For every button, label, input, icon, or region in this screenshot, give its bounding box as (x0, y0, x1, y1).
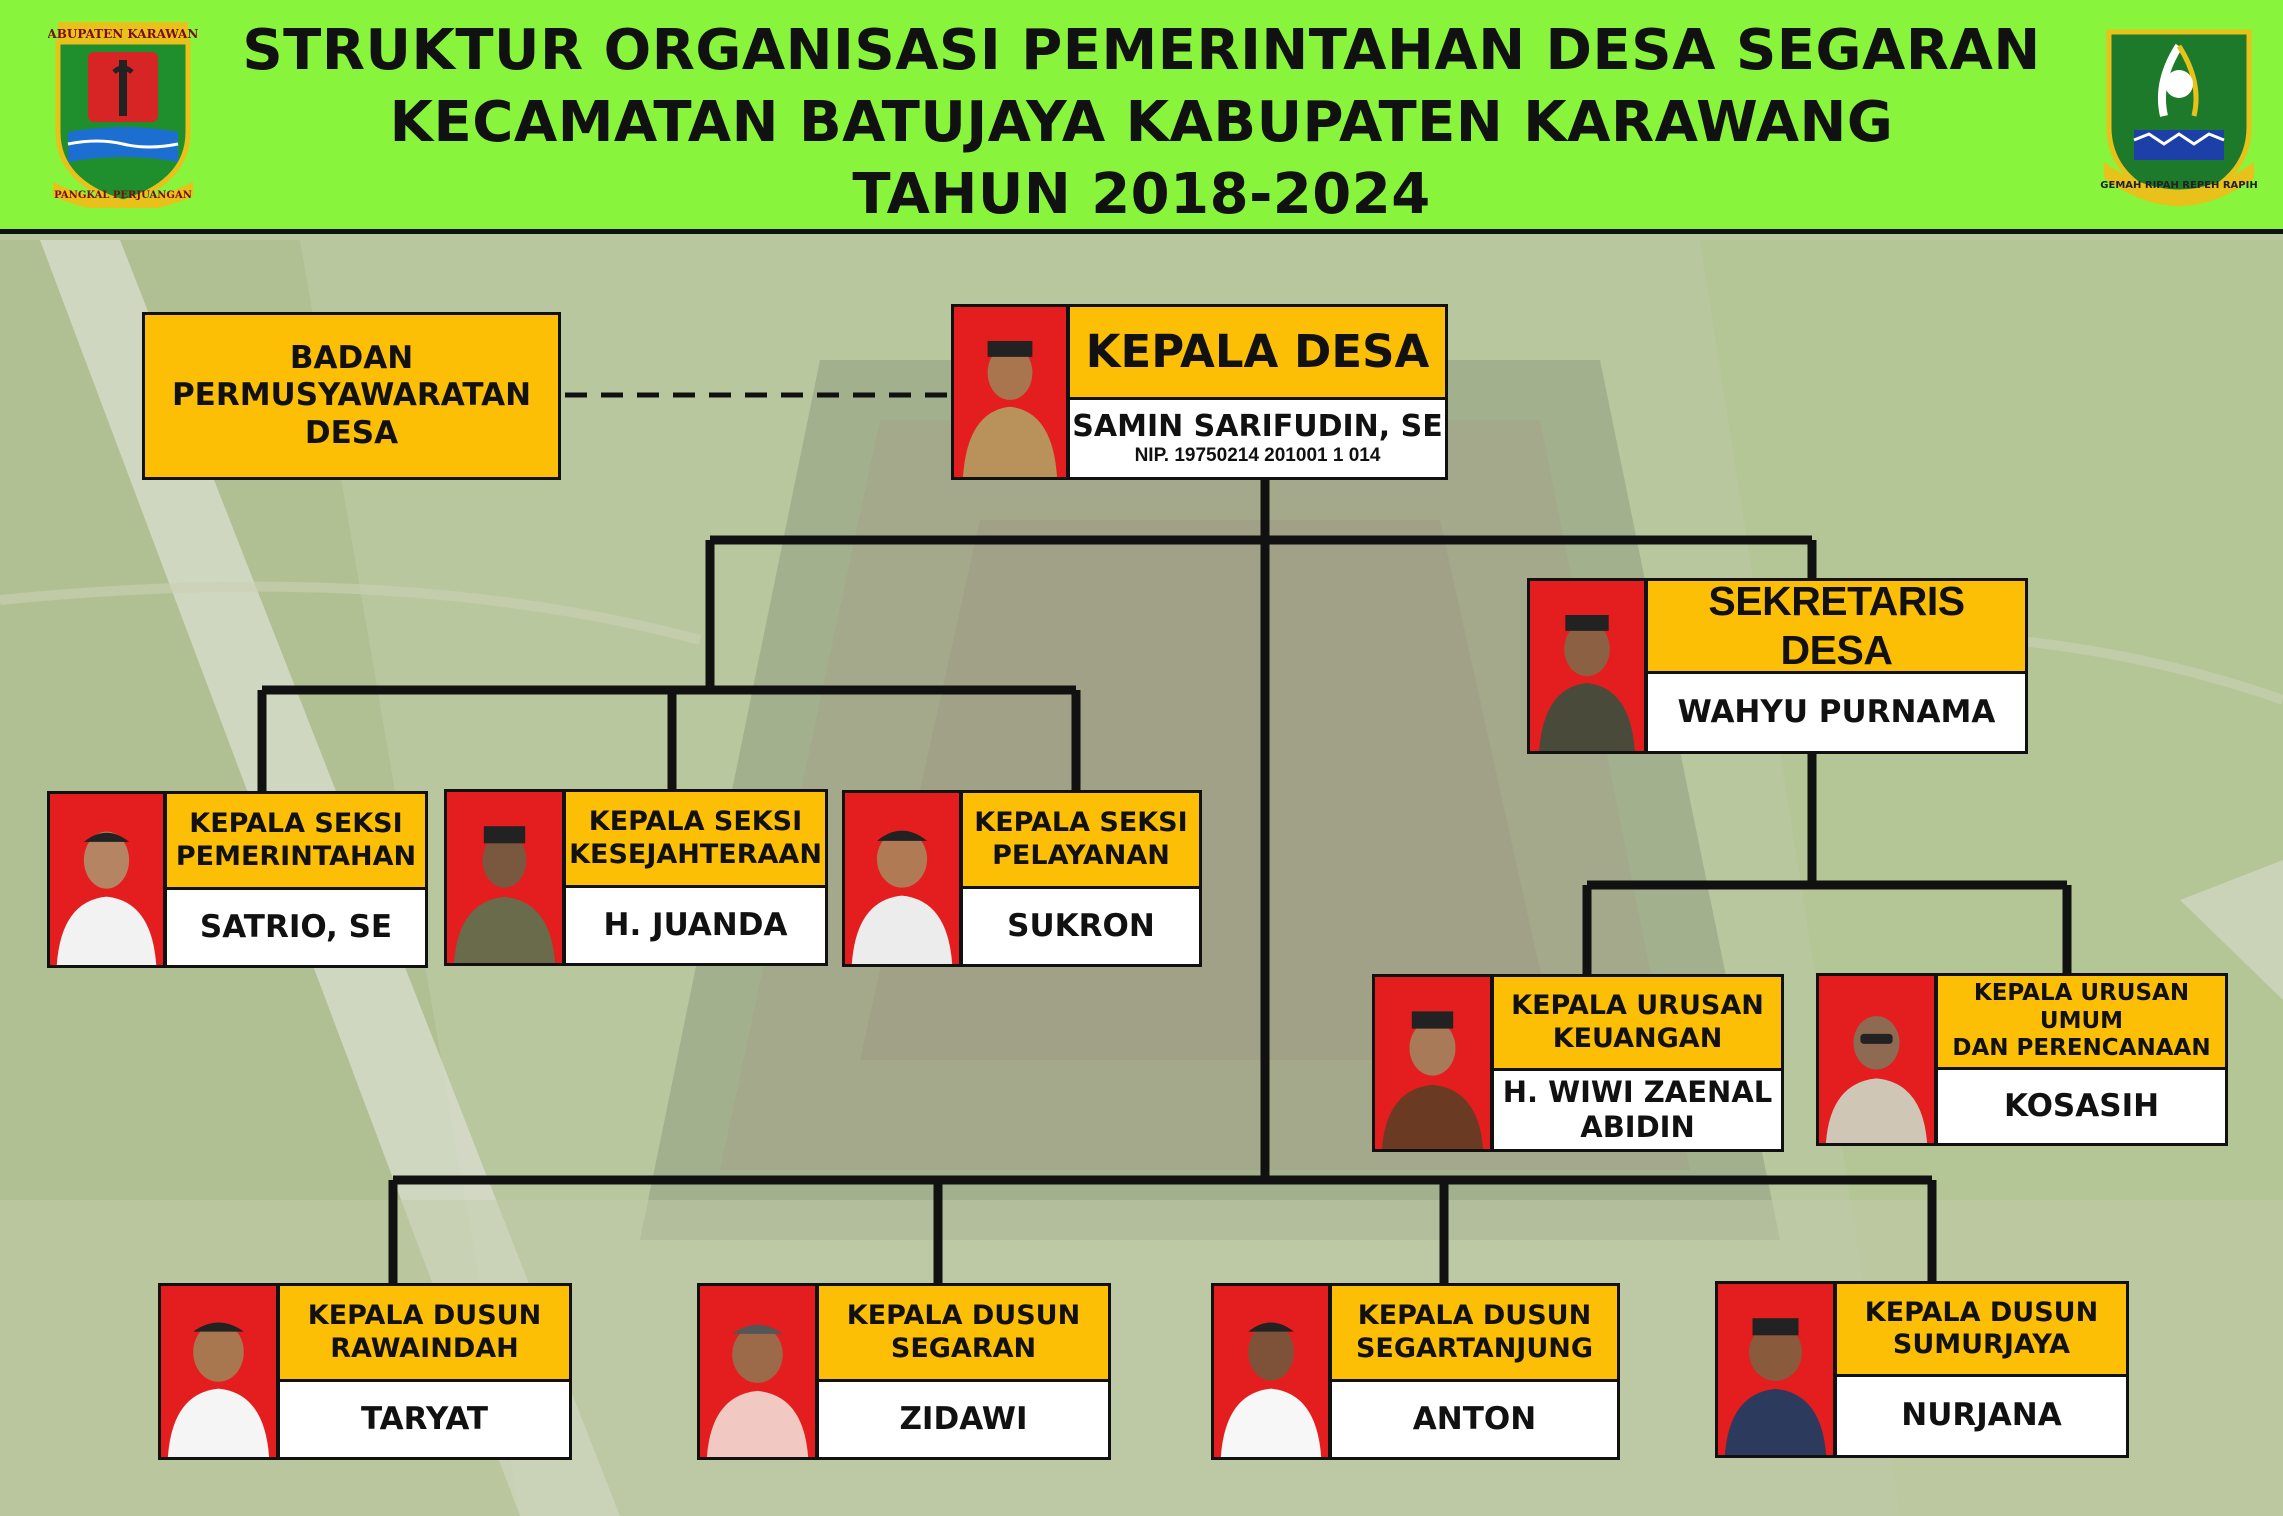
seksi-pelayanan-name-box: SUKRON (960, 886, 1202, 967)
dusun-segartanjung-position-box: KEPALA DUSUN SEGARTANJUNG (1329, 1283, 1620, 1382)
header-banner: KABUPATEN KARAWANG PANGKAL PERJUANGAN ST… (0, 0, 2283, 234)
urusan-keuangan-position-box: KEPALA URUSAN KEUANGAN (1491, 974, 1784, 1071)
dusun-segaran-position-box: KEPALA DUSUN SEGARAN (816, 1283, 1111, 1382)
title-line-3: TAHUN 2018-2024 (852, 162, 1431, 227)
seksi-kesejahteraan-name-box: H. JUANDA (563, 885, 828, 966)
logo-right-motto-text: GEMAH RIPAH REPEH RAPIH (2100, 180, 2257, 191)
dusun-rawaindah-name: TARYAT (360, 1400, 489, 1437)
urusan-umum-photo (1816, 973, 1937, 1146)
bpd-box: BADAN PERMUSYAWARATAN DESA (142, 312, 561, 480)
logo-left-bottom-text: PANGKAL PERJUANGAN (54, 190, 192, 201)
dusun-sumurjaya-photo (1715, 1281, 1836, 1458)
seksi-pemerintahan-photo (47, 791, 166, 968)
sekretaris-name: WAHYU PURNAMA (1677, 693, 1996, 730)
dusun-segartanjung-photo (1211, 1283, 1331, 1460)
urusan-umum-name: KOSASIH (2003, 1087, 2160, 1124)
dusun-rawaindah-position: KEPALA DUSUN RAWAINDAH (307, 1300, 542, 1364)
dusun-segaran-position: KEPALA DUSUN SEGARAN (846, 1300, 1081, 1364)
kepala-desa-position-box: KEPALA DESA (1067, 304, 1448, 400)
kepala-desa-photo (951, 304, 1069, 480)
logo-left-top-text: KABUPATEN KARAWANG (48, 27, 198, 41)
seksi-pelayanan-position: KEPALA SEKSI PELAYANAN (974, 807, 1188, 871)
kepala-desa-name: SAMIN SARIFUDIN, SE (1072, 409, 1443, 445)
seksi-kesejahteraan-position-box: KEPALA SEKSI KESEJAHTERAAN (563, 789, 828, 888)
urusan-umum-position-box: KEPALA URUSAN UMUM DAN PERENCANAAN (1935, 973, 2228, 1070)
title-line-1: STRUKTUR ORGANISASI PEMERINTAHAN DESA SE… (242, 18, 2041, 83)
dusun-rawaindah-position-box: KEPALA DUSUN RAWAINDAH (277, 1283, 572, 1382)
seksi-kesejahteraan-name: H. JUANDA (603, 906, 788, 943)
dusun-segartanjung-name-box: ANTON (1329, 1379, 1620, 1460)
kepala-desa-position: KEPALA DESA (1085, 325, 1430, 378)
urusan-keuangan-name: H. WIWI ZAENAL ABIDIN (1502, 1075, 1773, 1144)
dusun-rawaindah-photo (158, 1283, 279, 1460)
sekretaris-photo (1527, 578, 1647, 754)
dusun-segartanjung-position: KEPALA DUSUN SEGARTANJUNG (1355, 1300, 1594, 1364)
urusan-keuangan-position: KEPALA URUSAN KEUANGAN (1511, 990, 1764, 1054)
kepala-desa-nip: NIP. 19750214 201001 1 014 (1134, 445, 1381, 467)
dusun-sumurjaya-name-box: NURJANA (1834, 1374, 2129, 1458)
seksi-pemerintahan-name: SATRIO, SE (199, 908, 393, 945)
urusan-umum-position: KEPALA URUSAN UMUM DAN PERENCANAAN (1952, 980, 2211, 1062)
seksi-pelayanan-name: SUKRON (1007, 907, 1155, 944)
seksi-pemerintahan-position-box: KEPALA SEKSI PEMERINTAHAN (164, 791, 428, 890)
dusun-rawaindah-name-box: TARYAT (277, 1379, 572, 1460)
urusan-keuangan-name-box: H. WIWI ZAENAL ABIDIN (1491, 1068, 1784, 1152)
dusun-segaran-name-box: ZIDAWI (816, 1379, 1111, 1460)
seksi-kesejahteraan-photo (444, 789, 565, 966)
seksi-pelayanan-position-box: KEPALA SEKSI PELAYANAN (960, 790, 1202, 889)
title-line-2: KECAMATAN BATUJAYA KABUPATEN KARAWANG (389, 90, 1894, 155)
urusan-keuangan-photo (1372, 974, 1493, 1152)
seksi-kesejahteraan-position: KEPALA SEKSI KESEJAHTERAAN (569, 806, 822, 870)
kepala-desa-name-box: SAMIN SARIFUDIN, SE NIP. 19750214 201001… (1067, 397, 1448, 480)
seksi-pemerintahan-name-box: SATRIO, SE (164, 887, 428, 968)
seksi-pemerintahan-position: KEPALA SEKSI PEMERINTAHAN (175, 808, 417, 872)
bpd-label: BADAN PERMUSYAWARATAN DESA (171, 340, 532, 451)
sekretaris-position-box: SEKRETARIS DESA (1645, 578, 2028, 674)
dusun-segartanjung-name: ANTON (1412, 1400, 1537, 1437)
west-java-province-logo: GEMAH RIPAH REPEH RAPIH (2100, 29, 2258, 207)
dusun-sumurjaya-name: NURJANA (1901, 1397, 2062, 1434)
sekretaris-position: SEKRETARIS DESA (1708, 577, 1965, 673)
seksi-pelayanan-photo (842, 790, 962, 967)
dusun-sumurjaya-position: KEPALA DUSUN SUMURJAYA (1864, 1296, 2099, 1360)
dusun-sumurjaya-position-box: KEPALA DUSUN SUMURJAYA (1834, 1281, 2129, 1377)
dusun-segaran-photo (697, 1283, 818, 1460)
karawang-regency-logo: KABUPATEN KARAWANG PANGKAL PERJUANGAN (48, 22, 198, 208)
sekretaris-name-box: WAHYU PURNAMA (1645, 671, 2028, 754)
dusun-segaran-name: ZIDAWI (899, 1400, 1028, 1437)
urusan-umum-name-box: KOSASIH (1935, 1067, 2228, 1146)
